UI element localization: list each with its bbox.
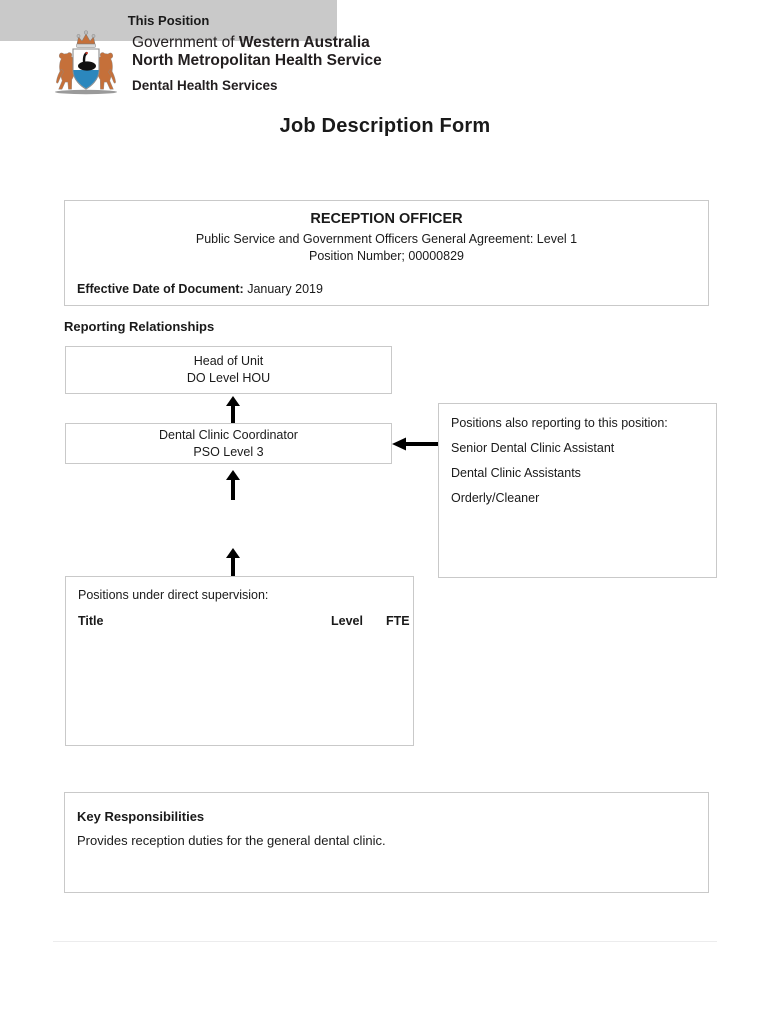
position-title: RECEPTION OFFICER: [310, 211, 463, 227]
effective-date-value: January 2019: [247, 282, 323, 296]
key-responsibilities-heading: Key Responsibilities: [77, 809, 205, 824]
position-agreement: Public Service and Government Officers G…: [195, 232, 578, 246]
position-number: Position Number; 00000829: [309, 249, 464, 263]
masthead-line-dental: Dental Health Services: [132, 77, 278, 93]
supervision-column-title: Title: [78, 614, 104, 628]
also-reporting-box: Positions also reporting to this positio…: [438, 403, 717, 578]
org-box-head-of-unit: Head of Unit DO Level HOU: [65, 346, 392, 394]
masthead-line-government: Government of Western Australia: [132, 34, 382, 52]
western-australia-coat-of-arms-icon: [55, 30, 117, 95]
supervision-table-header: Title Level FTE: [78, 614, 413, 630]
effective-date-label: Effective Date of Document:: [77, 282, 244, 296]
position-header-box: RECEPTION OFFICER Public Service and Gov…: [64, 200, 709, 306]
masthead-text: Government of Western Australia North Me…: [132, 26, 382, 93]
footer-divider: [53, 941, 717, 942]
direct-supervision-box: Positions under direct supervision: Titl…: [65, 576, 414, 746]
also-reporting-intro: Positions also reporting to this positio…: [451, 416, 668, 430]
masthead-government-prefix: Government of: [132, 34, 239, 51]
head-of-unit-title: Head of Unit: [193, 354, 264, 369]
supervision-intro: Positions under direct supervision:: [78, 588, 269, 602]
also-reporting-item: Orderly/Cleaner: [451, 491, 540, 505]
masthead-western-australia: Western Australia: [238, 34, 370, 51]
coordinator-title: Dental Clinic Coordinator: [159, 427, 298, 442]
key-responsibilities-text: Provides reception duties for the genera…: [77, 833, 386, 848]
masthead-line-service: North Metropolitan Health Service: [132, 52, 382, 70]
this-position-label: This Position: [127, 13, 210, 28]
coordinator-level: PSO Level 3: [193, 444, 264, 459]
reporting-relationships-heading: Reporting Relationships: [64, 319, 215, 334]
masthead: Government of Western Australia North Me…: [50, 26, 382, 100]
arrow-up-to-coordinator-icon: [226, 470, 240, 500]
arrow-up-to-this-position-icon: [226, 548, 240, 578]
key-responsibilities-box: Key Responsibilities Provides reception …: [64, 792, 709, 893]
page-title: Job Description Form: [279, 115, 491, 137]
org-box-coordinator: Dental Clinic Coordinator PSO Level 3: [65, 423, 392, 464]
also-reporting-item: Senior Dental Clinic Assistant: [451, 441, 615, 455]
arrow-up-to-head-of-unit-icon: [226, 396, 240, 426]
arrow-left-to-coordinator-icon: [392, 437, 440, 451]
also-reporting-item: Dental Clinic Assistants: [451, 466, 581, 480]
effective-date: Effective Date of Document: January 2019: [65, 282, 708, 296]
org-box-this-position: This Position: [0, 0, 337, 41]
supervision-column-fte: FTE: [386, 614, 410, 628]
supervision-column-level: Level: [331, 614, 363, 628]
head-of-unit-level: DO Level HOU: [186, 371, 271, 385]
